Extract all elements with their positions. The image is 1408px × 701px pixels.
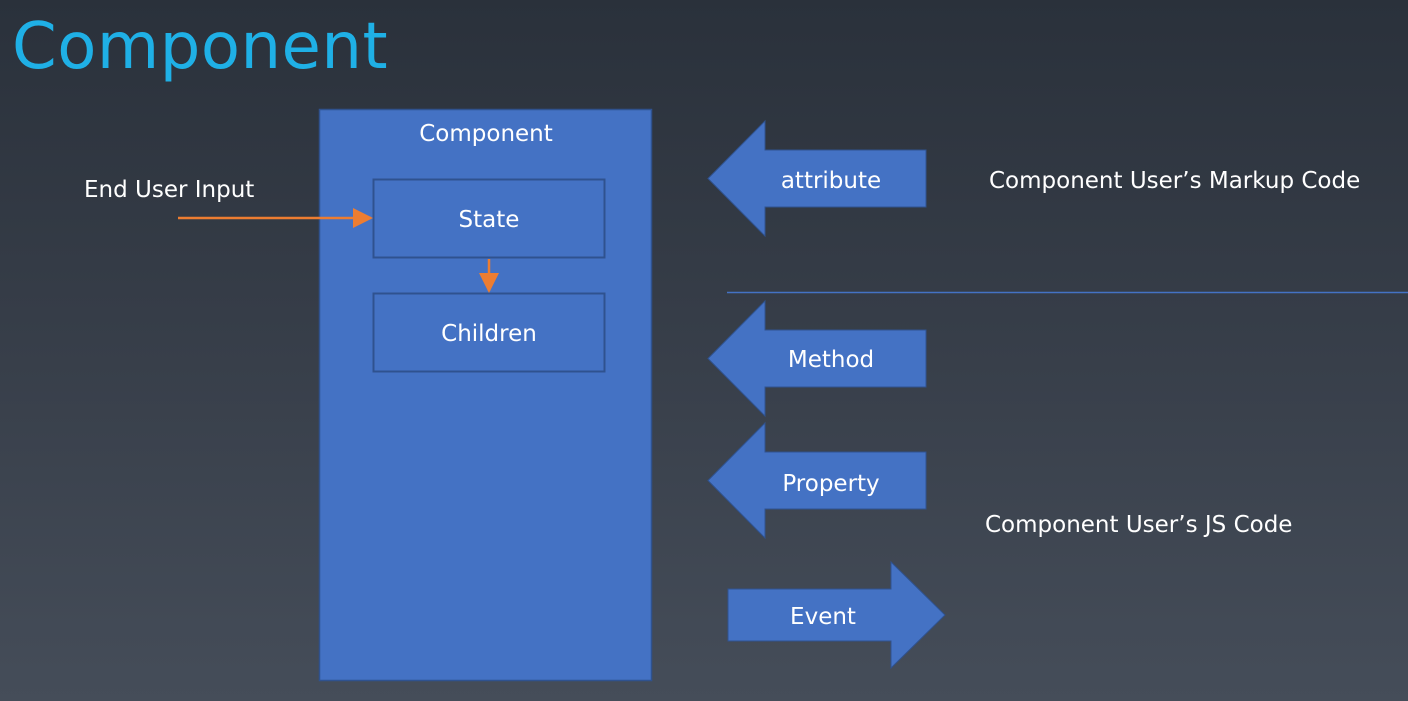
- event-arrow-label: Event: [790, 604, 856, 630]
- state-box: [372, 178, 606, 259]
- method-arrow: [707, 299, 927, 418]
- property-arrow-label: Property: [782, 471, 879, 497]
- js-code-label: Component User’s JS Code: [985, 512, 1292, 538]
- event-arrow: [727, 560, 946, 670]
- end-user-input-label: End User Input: [84, 177, 254, 203]
- children-box: [372, 292, 606, 373]
- attribute-arrow-label: attribute: [781, 168, 881, 194]
- markup-code-label: Component User’s Markup Code: [989, 168, 1360, 194]
- method-arrow-label: Method: [788, 347, 874, 373]
- component-box-label: Component: [419, 121, 553, 147]
- attribute-arrow: [707, 119, 927, 238]
- slide-title: Component: [12, 10, 389, 84]
- children-box-label: Children: [441, 321, 537, 347]
- state-box-label: State: [459, 207, 520, 233]
- property-arrow: [707, 421, 927, 540]
